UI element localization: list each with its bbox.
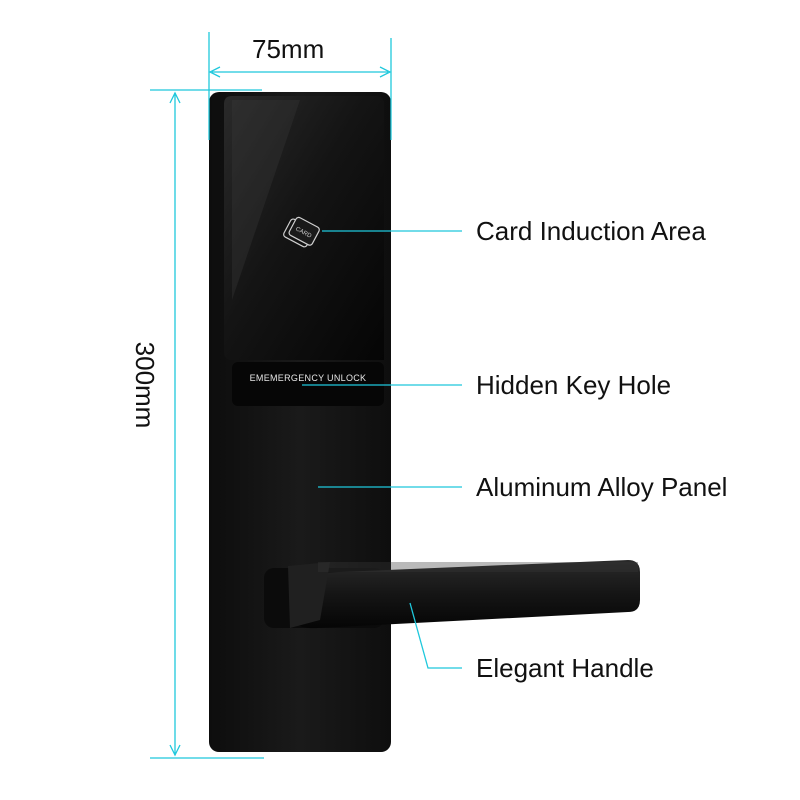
glass-reflection [232, 100, 300, 300]
height-dimension [150, 89, 264, 759]
hidden-key-hole [232, 362, 384, 406]
callout-elegant-handle: Elegant Handle [476, 653, 654, 683]
emergency-unlock-label: EMEMERGENCY UNLOCK [250, 373, 367, 383]
height-label: 300mm [130, 341, 160, 429]
elegant-handle-graphic [264, 560, 640, 629]
width-dimension [208, 32, 392, 140]
card-icon: CARD [283, 216, 320, 248]
callout-lines [302, 230, 462, 669]
callout-card-induction-area: Card Induction Area [476, 216, 706, 246]
callout-aluminum-alloy-panel: Aluminum Alloy Panel [476, 472, 728, 502]
width-label: 75mm [252, 34, 325, 64]
callout-hidden-key-hole: Hidden Key Hole [476, 370, 672, 400]
